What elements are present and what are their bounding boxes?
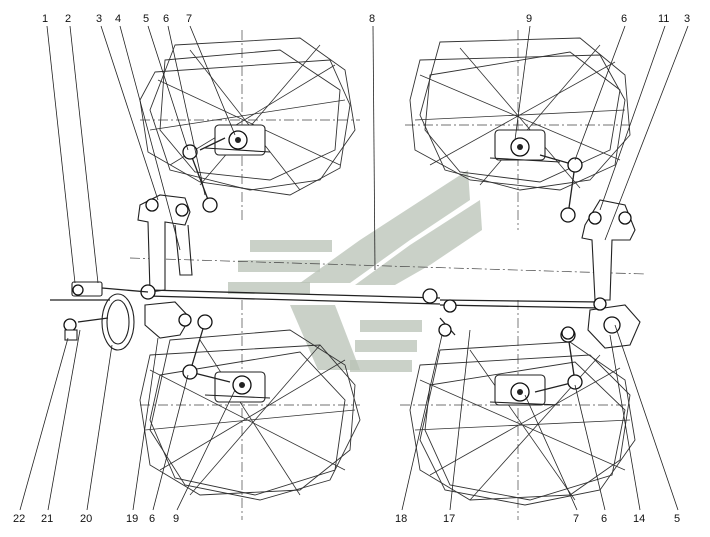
callout-numbers-bottom: 22 21 20 19 6 9 18 17 7 6 14 5	[13, 513, 680, 525]
callout-6-top-right: 6	[621, 13, 627, 25]
callout-5-bottom: 5	[674, 513, 680, 525]
callout-2: 2	[65, 13, 71, 25]
callout-1: 1	[42, 13, 48, 25]
callout-6-top-left: 6	[163, 13, 169, 25]
bracket-right	[561, 199, 641, 349]
callout-14: 14	[633, 513, 645, 525]
callout-5-top: 5	[143, 13, 149, 25]
wheel-rear-left	[139, 329, 361, 501]
callout-20: 20	[80, 513, 92, 525]
tie-rod	[140, 284, 607, 337]
callout-9-bottom: 9	[173, 513, 179, 525]
callout-numbers-top: 1 2 3 4 5 6 7 8 9 6 11 3	[42, 13, 690, 25]
callout-11: 11	[658, 13, 669, 25]
wheel-rear-right	[409, 341, 636, 506]
watermark-logo	[228, 170, 482, 372]
wheel-front-right	[409, 37, 631, 191]
hub-front-left	[204, 124, 271, 156]
hub-front-right	[489, 129, 561, 163]
callout-21: 21	[41, 513, 53, 525]
callout-8: 8	[369, 13, 375, 25]
hub-rear-left	[204, 371, 271, 403]
callout-4: 4	[115, 13, 121, 25]
callout-6-bottom-right: 6	[601, 513, 607, 525]
callout-6-bottom-left: 6	[149, 513, 155, 525]
wheel-front-left	[139, 37, 356, 196]
callout-18: 18	[395, 513, 407, 525]
callout-17: 17	[443, 513, 455, 525]
leader-lines	[19, 25, 689, 511]
callout-22: 22	[13, 513, 25, 525]
callout-3-right: 3	[684, 13, 690, 25]
callout-7-bottom: 7	[573, 513, 579, 525]
bracket-left	[137, 194, 193, 339]
steering-column	[50, 281, 149, 351]
hub-rear-right	[489, 374, 561, 406]
callout-9-top: 9	[526, 13, 532, 25]
callout-7-top: 7	[186, 13, 192, 25]
callout-3-left: 3	[96, 13, 102, 25]
callout-19: 19	[126, 513, 138, 525]
